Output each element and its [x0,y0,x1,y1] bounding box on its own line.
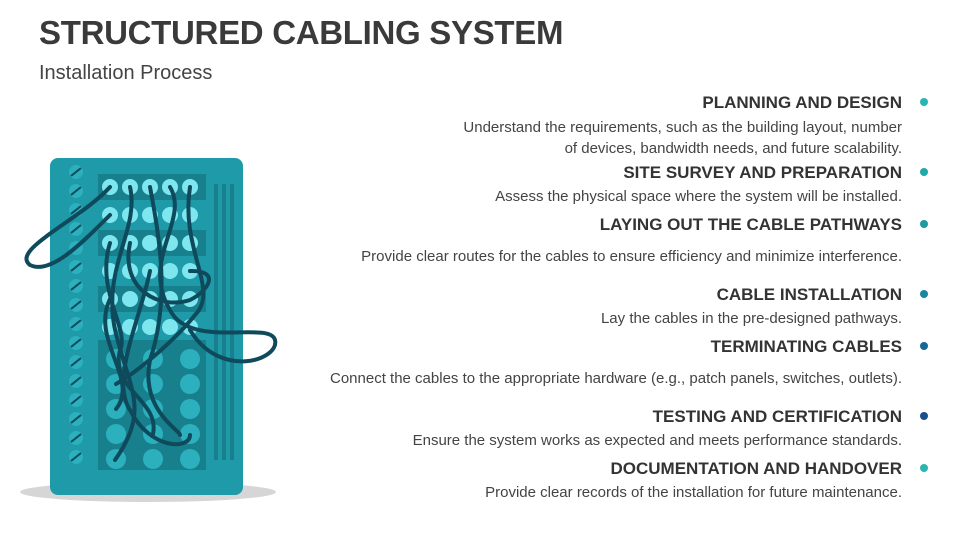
rack-pin-slot [70,357,82,367]
patch-cable [146,185,182,437]
switch-port [180,349,200,369]
vent-slot [230,184,234,460]
switch-port [143,449,163,469]
step-description: Understand the requirements, such as the… [463,119,902,157]
step-description: Provide clear routes for the cables to e… [361,248,902,265]
patch-port [142,235,158,251]
step-cable-installation: CABLE INSTALLATION Lay the cables in the… [601,285,902,329]
vent-slot [214,184,218,460]
rack-pin-slot [70,281,82,291]
rack-pin-slot [70,167,82,177]
step-description: Ensure the system works as expected and … [412,432,902,449]
step-testing-and-certification: TESTING AND CERTIFICATION Ensure the sys… [413,407,902,451]
patch-cable [104,241,156,436]
rack-cables [24,185,278,462]
step-description: Connect the cables to the appropriate ha… [330,370,902,387]
step-description: Assess the physical space where the syst… [495,188,902,205]
rack-pin-slot [70,319,82,329]
step-description: Provide clear records of the installatio… [485,484,902,501]
patch-cable [121,269,192,447]
rack-side-pins [69,165,83,464]
page-title: STRUCTURED CABLING SYSTEM [39,14,564,51]
rack-pin-slot [70,338,82,348]
rack-pin-slot [70,224,82,234]
step-bullet-icon [920,220,928,228]
patch-cable [158,185,278,364]
rack-pin-slot [70,205,82,215]
step-title: TESTING AND CERTIFICATION [652,407,902,426]
patch-cable [126,241,211,305]
rack-pin-slot [70,433,82,443]
step-bullet-icon [920,290,928,298]
switch-port [143,399,163,419]
step-bullet-icon [920,168,928,176]
step-description: Lay the cables in the pre-designed pathw… [600,310,902,327]
rack-pin-slot [70,452,82,462]
step-bullet-icon [920,98,928,106]
switch-port [180,374,200,394]
step-title: PLANNING AND DESIGN [702,93,902,112]
step-title: TERMINATING CABLES [710,337,902,356]
switch-port [143,374,163,394]
patch-cable [24,185,112,269]
step-planning-and-design: PLANNING AND DESIGN Understand the requi… [463,93,902,159]
rack-pin-slot [70,414,82,424]
patch-cable [114,185,206,386]
patch-cable [103,297,125,411]
rack-pin-slot [70,262,82,272]
rack-pin-slot [70,395,82,405]
patch-port [162,319,178,335]
step-bullet-icon [920,342,928,350]
server-rack-cables-icon [20,158,278,502]
step-bullet-icon [920,412,928,420]
switch-port [180,399,200,419]
step-site-survey-and-preparation: SITE SURVEY AND PREPARATION Assess the p… [495,163,902,207]
patch-port [122,291,138,307]
switch-port [180,449,200,469]
page-subtitle: Installation Process [39,62,213,84]
step-title: CABLE INSTALLATION [716,285,902,304]
rack-pin-slot [70,186,82,196]
step-bullet-icon [920,464,928,472]
switch-port [106,424,126,444]
patch-port [162,263,178,279]
step-terminating-cables: TERMINATING CABLES Connect the cables to… [330,337,902,389]
step-laying-out-the-cable-pathways: LAYING OUT THE CABLE PATHWAYS Provide cl… [361,215,902,267]
step-title: DOCUMENTATION AND HANDOVER [610,459,902,478]
patch-cable [110,185,137,462]
rack-pin-slot [70,300,82,310]
rack-pin-slot [70,376,82,386]
patch-port [142,319,158,335]
step-title: SITE SURVEY AND PREPARATION [623,163,902,182]
vent-slot [222,184,226,460]
step-documentation-and-handover: DOCUMENTATION AND HANDOVER Provide clear… [485,459,902,503]
step-title: LAYING OUT THE CABLE PATHWAYS [599,215,902,234]
